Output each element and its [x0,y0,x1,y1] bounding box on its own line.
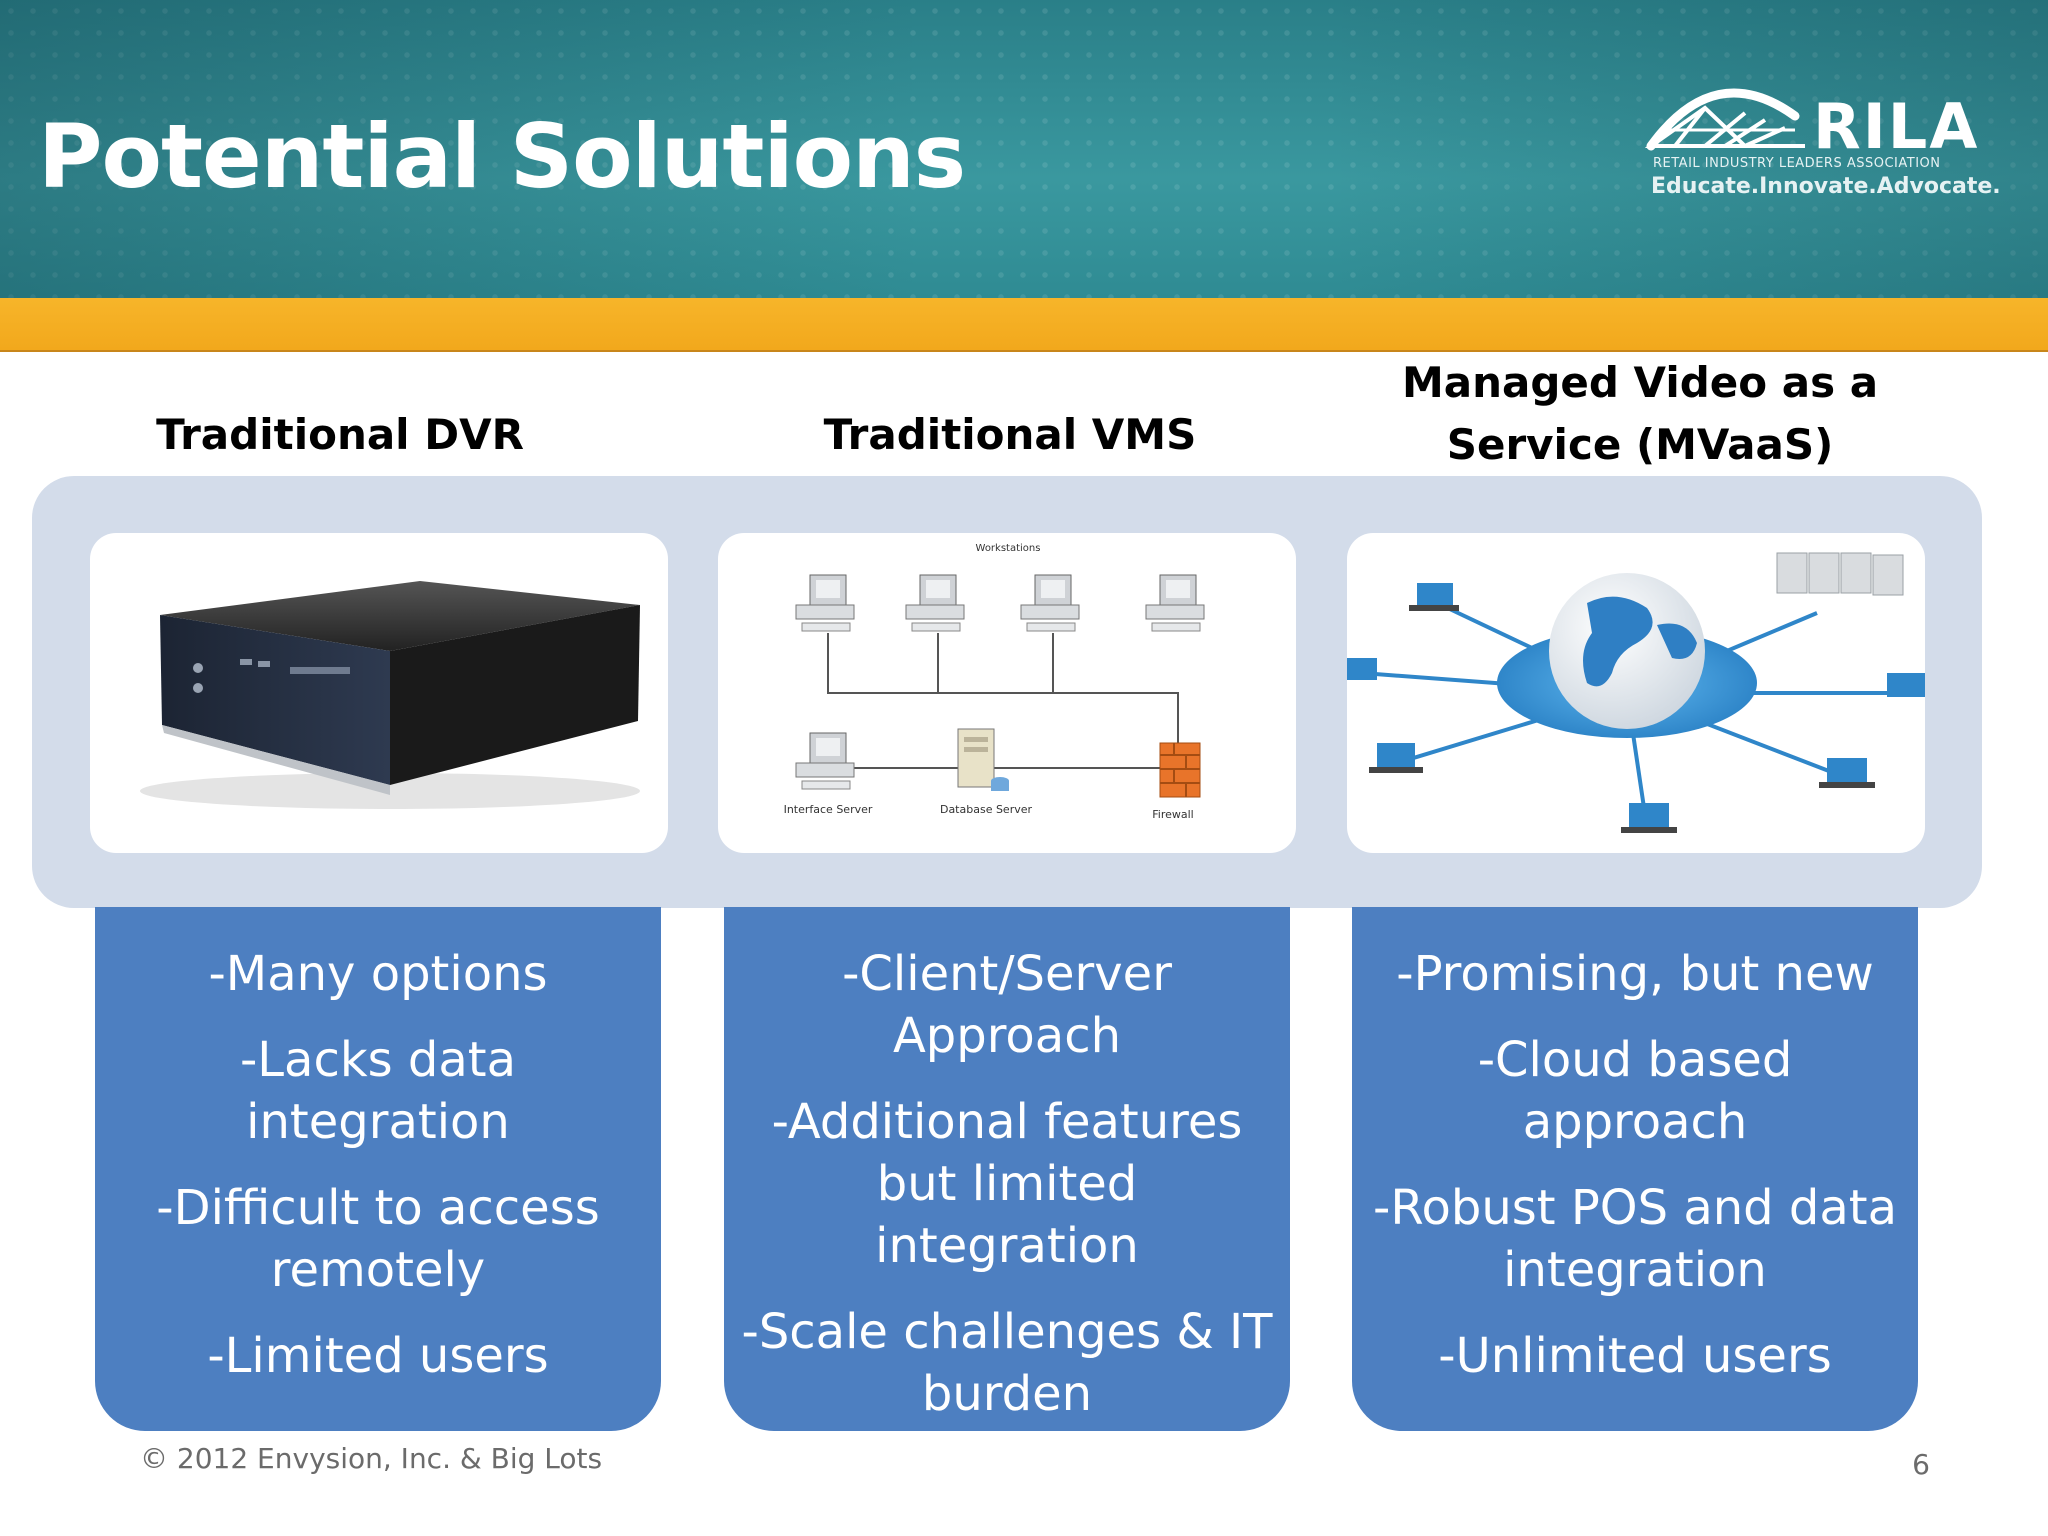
workstation-4-icon [1145,574,1205,632]
database-server-icon [957,728,1009,791]
rila-arch-icon [1645,88,1805,151]
column-heading-vms: Traditional VMS [823,410,1197,459]
header-shading [0,0,2048,298]
dvr-point: -Limited users [207,1328,549,1384]
logo-motto: Educate.Innovate.Advocate. [1651,174,2001,199]
vms-diagram-card: Workstations [718,533,1296,853]
mvaas-point: -Unlimited users [1438,1328,1832,1384]
dvr-device-icon [140,581,640,809]
workstation-1-icon [795,574,855,632]
mvaas-point: -Promising, but new [1396,946,1874,1002]
interface-server-icon [795,732,855,790]
vms-point: -Additional features but limited integra… [771,1094,1243,1274]
laptop-icons [1347,583,1925,833]
vms-point: -Client/Server Approach [842,946,1172,1064]
diagram-label-interface-server: Interface Server [784,803,873,816]
rila-logo: RILA RETAIL INDUSTRY LEADERS ASSOCIATION… [1645,68,2001,208]
diagram-label-database-server: Database Server [940,803,1033,816]
logo-wordmark: RILA [1813,90,1980,163]
mvaas-point: -Cloud based approach [1477,1032,1793,1150]
workstation-2-icon [905,574,965,632]
dvr-point: -Difficult to access remotely [156,1180,600,1298]
accent-bar [0,298,2048,352]
column-heading-dvr: Traditional DVR [156,410,524,459]
workstation-3-icon [1020,574,1080,632]
vms-points-panel: -Client/Server Approach -Additional feat… [724,907,1290,1431]
footer-copyright: © 2012 Envysion, Inc. & Big Lots [140,1442,603,1475]
mvaas-point: -Robust POS and data integration [1373,1180,1897,1298]
vms-point: -Scale challenges & IT burden [741,1304,1273,1422]
dvr-image-card [90,533,668,853]
logo-tagline: RETAIL INDUSTRY LEADERS ASSOCIATION [1653,156,1941,171]
slide-title: Potential Solutions [38,105,966,208]
network-diagram: Workstations [784,543,1205,821]
mvaas-image-card [1347,533,1925,853]
page-number: 6 [1912,1448,1930,1481]
dvr-point: -Lacks data integration [239,1032,517,1150]
header-banner [0,0,2048,298]
diagram-label-workstations: Workstations [976,543,1041,554]
mvaas-points-panel: -Promising, but new -Cloud based approac… [1352,907,1918,1431]
server-rack-icon [1776,552,1904,596]
firewall-icon [1159,742,1201,798]
column-heading-mvaas: Managed Video as a Service (MVaaS) [1401,358,1879,469]
cloud-globe-icon [1347,552,1925,833]
dvr-points-panel: -Many options -Lacks data integration -D… [95,907,661,1431]
diagram-label-firewall: Firewall [1152,808,1193,821]
dvr-point: -Many options [208,946,548,1002]
